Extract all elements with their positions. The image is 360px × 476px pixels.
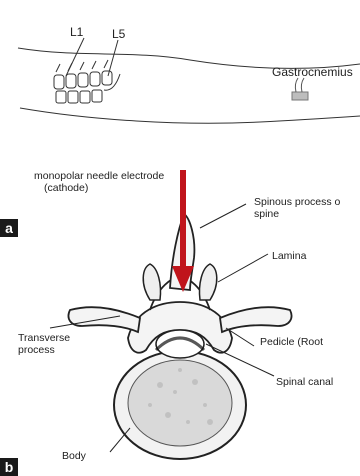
lumbar-vertebrae (54, 60, 120, 103)
surface-electrode (292, 92, 308, 100)
panel-a: L1 L5 Gastrocnemius (0, 0, 360, 160)
l5-pointer (108, 40, 118, 76)
panel-b-tag: b (0, 458, 18, 476)
right-transverse-process (220, 307, 292, 332)
vertebra-label-l5: L5 (112, 28, 125, 40)
spinous-process-label-2: spine (254, 208, 279, 220)
electrode-leads (295, 78, 304, 92)
spinal-canal-label: Spinal canal (276, 376, 333, 388)
left-articular-process (143, 264, 160, 300)
pedicle-label: Pedicle (Root (260, 336, 323, 348)
leg-spine-sketch (0, 0, 360, 160)
lamina-label: Lamina (272, 250, 306, 262)
transverse-process-label: Transverse (18, 332, 70, 344)
left-transverse-process (69, 307, 141, 332)
panel-b: monopolar needle electrode (cathode) Spi… (0, 160, 360, 476)
gastrocnemius-label: Gastrocnemius (272, 66, 353, 78)
l1-pointer (66, 38, 84, 76)
body-label: Body (62, 450, 86, 462)
right-articular-process (199, 264, 216, 300)
electrode-label-line2: (cathode) (44, 182, 88, 194)
vertebra-label-l1: L1 (70, 26, 83, 38)
spinous-process-label: Spinous process o (254, 196, 340, 208)
transverse-process-label-2: process (18, 344, 55, 356)
electrode-label-line1: monopolar needle electrode (34, 170, 164, 182)
vertebral-body-cancellous (128, 360, 232, 446)
